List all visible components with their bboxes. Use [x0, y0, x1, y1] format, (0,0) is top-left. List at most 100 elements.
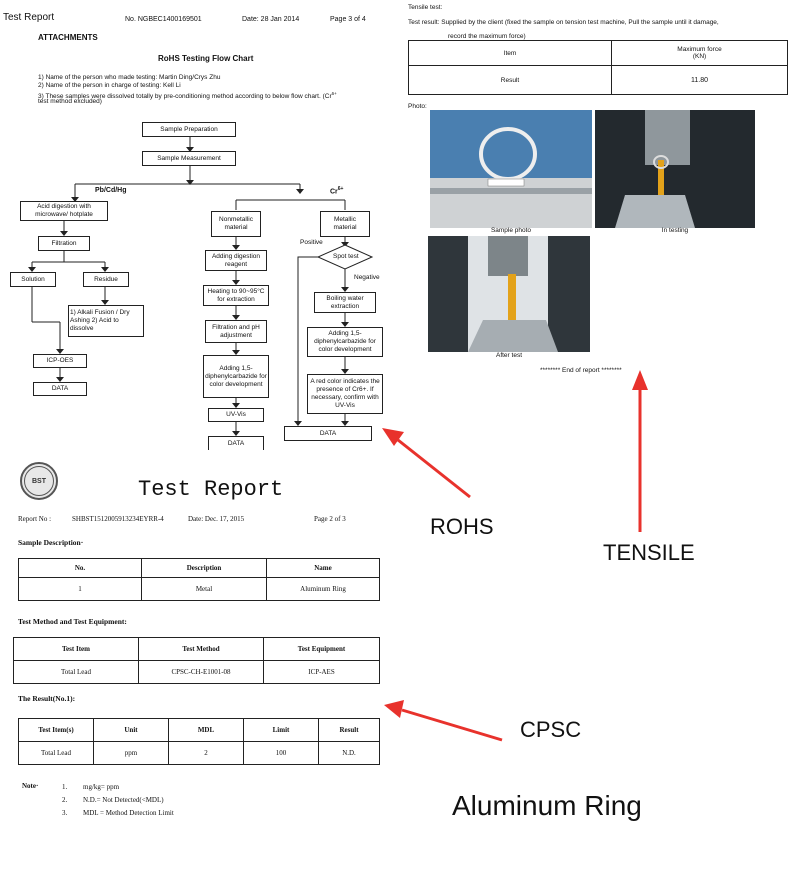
flow-adding-digestion: Adding digestion reagent: [205, 250, 267, 271]
t3-unit: ppm: [93, 741, 169, 765]
ring-illustration: [430, 110, 592, 228]
flow-cr-sup: 6+: [337, 186, 344, 192]
rohs-document: Test Report No. NGBEC1400169501 Date: 28…: [0, 0, 400, 450]
cpsc-note-2-text: N.D.= Not Detected(<MDL): [83, 796, 164, 804]
bst-logo: BST: [20, 462, 58, 500]
flow-adding-diphenyl-a: Adding 1,5-diphenylcarbazide for color d…: [203, 355, 269, 398]
rohs-note-3-text: 3) These samples were dissolved totally …: [38, 93, 332, 101]
t3-h-limit: Limit: [243, 718, 319, 742]
machine-illustration-1: [595, 110, 755, 228]
t3-h-result: Result: [318, 718, 380, 742]
tensile-table: Item Maximum force(KN) Result 11.80: [408, 40, 788, 95]
tensile-result-2: record the maximum force): [448, 33, 526, 40]
cpsc-document: BST Test Report Report No : SHBST1512005…: [0, 450, 420, 882]
label-cpsc: CPSC: [520, 717, 582, 742]
flow-data-3: DATA: [284, 426, 372, 441]
cpsc-note-3-text: MDL = Method Detection Limit: [83, 809, 174, 817]
caption-after-test: After test: [495, 352, 522, 359]
cpsc-report-no-value: SHBST1512005913234EYRR-4: [72, 515, 164, 523]
t3-limit: 100: [243, 741, 319, 765]
in-testing-image: [595, 110, 755, 228]
flow-acid-digestion: Acid digestion with microwave/ hotplate: [20, 201, 108, 221]
flow-residue: Residue: [83, 272, 129, 287]
t3-mdl: 2: [168, 741, 244, 765]
tensile-th-force: Maximum force(KN): [611, 40, 788, 66]
arrow-rohs-shaft: [397, 438, 471, 499]
cpsc-title: Test Report: [138, 477, 284, 502]
cpsc-note-1-num: 1.: [62, 783, 68, 791]
flow-positive: Positive: [300, 239, 323, 246]
flow-boiling: Boiling water extraction: [314, 292, 376, 313]
flow-sample-measurement: Sample Measurement: [142, 151, 236, 166]
label-rohs: ROHS: [430, 514, 494, 539]
flow-connectors: [28, 137, 374, 436]
flow-uv-vis: UV-Vis: [208, 408, 264, 422]
rohs-note-3-sup: 6+: [331, 91, 337, 96]
tensile-photo-label: Photo:: [408, 103, 427, 110]
cpsc-result-table: Test Item(s) Unit MDL Limit Result Total…: [18, 718, 380, 765]
flow-data-1: DATA: [33, 382, 87, 396]
cpsc-note-1-text: mg/kg= ppm: [83, 783, 120, 791]
label-aluminum-ring: Aluminum Ring: [452, 790, 642, 821]
arrow-rohs-head: [382, 428, 404, 446]
rohs-header-no: No. NGBEC1400169501: [125, 16, 202, 23]
cpsc-sample-desc-title: Sample Description·: [18, 538, 84, 547]
flow-spot-test: Spot test: [333, 253, 359, 260]
t3-result: N.D.: [318, 741, 380, 765]
flow-pb-label: Pb/Cd/Hg: [95, 187, 127, 194]
cpsc-method-title: Test Method and Test Equipment:: [18, 617, 127, 626]
caption-in-testing: In testing: [661, 227, 689, 234]
flow-nonmetallic: Nonmetallic material: [211, 211, 261, 237]
after-test-image: [428, 236, 590, 352]
machine-illustration-2: [428, 236, 590, 352]
flow-metallic: Metallic material: [320, 211, 370, 237]
rohs-note-3: 3) These samples were dissolved totally …: [38, 89, 337, 101]
flow-heating: Heating to 90~95°C for extraction: [203, 285, 269, 306]
tensile-document: Tensile test: Test result: Supplied by t…: [400, 0, 800, 400]
t1-no: 1: [18, 577, 142, 601]
cpsc-note-label: Note·: [22, 782, 39, 790]
flow-cr-label: Cr6+: [330, 186, 343, 195]
rohs-flow-title: RoHS Testing Flow Chart: [158, 54, 254, 63]
cpsc-sample-table: No. Description Name 1 Metal Aluminum Ri…: [18, 558, 380, 601]
flow-icp-oes: ICP-OES: [33, 354, 87, 368]
rohs-note-2: 2) Name of the person in charge of testi…: [38, 82, 181, 89]
flow-filtration: Filtration: [38, 236, 90, 251]
tensile-result-1: Test result: Supplied by the client (fix…: [408, 19, 719, 26]
tensile-td-result: Result: [408, 65, 612, 95]
flow-negative: Negative: [354, 274, 380, 281]
cpsc-date: Date: Dec. 17, 2015: [188, 515, 245, 523]
cpsc-page: Page 2 of 3: [314, 515, 346, 523]
cpsc-report-no-label: Report No :: [18, 515, 52, 523]
tensile-title: Tensile test:: [408, 4, 443, 11]
rohs-attachments: ATTACHMENTS: [38, 33, 98, 42]
tensile-end-of-report: ******** End of report ********: [540, 367, 622, 374]
caption-sample-photo: Sample photo: [490, 227, 532, 234]
flow-sample-preparation: Sample Preparation: [142, 122, 236, 137]
flow-cr-text: Cr: [330, 188, 338, 196]
flow-red-color: A red color indicates the presence of Cr…: [307, 374, 383, 414]
t2-h-equip: Test Equipment: [263, 637, 380, 661]
rohs-header-page: Page 3 of 4: [330, 16, 366, 23]
cpsc-method-table: Test Item Test Method Test Equipment Tot…: [13, 637, 380, 684]
cpsc-note-3-num: 3.: [62, 809, 68, 817]
flow-data-2: DATA: [208, 436, 264, 450]
bst-logo-inner: BST: [24, 466, 54, 496]
sample-photo-image: [430, 110, 592, 228]
arrow-tensile-head: [632, 370, 648, 390]
t1-name: Aluminum Ring: [266, 577, 380, 601]
flow-alkali-fusion: 1) Alkali Fusion / Dry Ashing 2) Acid to…: [68, 305, 144, 337]
cpsc-note-2-num: 2.: [62, 796, 68, 804]
rohs-note-4: test method excluded): [38, 98, 102, 105]
tensile-th-force-b: (KN): [692, 53, 707, 60]
rohs-note-1: 1) Name of the person who made testing: …: [38, 74, 221, 81]
tensile-td-value: 11.80: [611, 65, 788, 95]
tensile-th-force-a: Maximum force: [677, 46, 722, 53]
arrow-cpsc-shaft: [401, 708, 503, 742]
flow-filtration-ph: Filtration and pH adjustment: [205, 320, 267, 343]
label-tensile: TENSILE: [603, 540, 695, 565]
rohs-header-title: Test Report: [3, 12, 55, 23]
flow-solution: Solution: [10, 272, 56, 287]
flow-adding-diphenyl-b: Adding 1,5-diphenylcarbazide for color d…: [307, 327, 383, 357]
